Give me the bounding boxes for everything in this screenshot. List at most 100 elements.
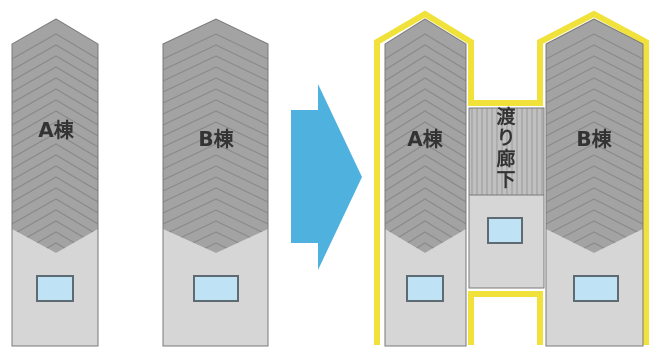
window [573,275,619,302]
roof-stripe [385,143,466,170]
roof-stripe [546,88,643,115]
corridor-label-char: り [496,127,515,149]
building-b-outline [162,18,269,347]
building-a-label: A棟 [407,127,443,151]
roof-stripe [546,176,643,203]
roof-stripe [385,209,466,236]
roof-stripe [12,55,98,82]
building-a-after: A棟 [384,18,467,347]
roof-stripe [163,198,268,225]
corridor-label-char: 廊 [496,147,515,170]
roof-stripe [385,66,466,93]
roof-stripe [163,77,268,104]
roof-stripe [12,143,98,170]
roof-stripe [12,176,98,203]
corridor-roof-stripes [471,108,543,195]
roof-stripe [12,154,98,181]
roof-stripe [12,110,98,137]
window [36,275,74,302]
building-b-after: B棟 [545,18,644,347]
roof-stripe [546,209,643,236]
corridor-label-char: 下 [496,169,515,191]
roof-stripe [546,132,643,159]
roof-stripe [12,44,98,71]
corridor-outline [468,107,545,289]
roof-stripe [546,198,643,225]
window [193,275,239,302]
building-b-roof [546,19,643,253]
roof-stripe [163,165,268,192]
roof-stripe [163,143,268,170]
roof-stripe [546,33,643,60]
roof-stripe [12,187,98,214]
roof-stripe [12,77,98,104]
building-b-label: B棟 [198,127,234,151]
roof-stripe [385,99,466,126]
building-b-roof [163,19,268,253]
roof-stripe [163,176,268,203]
roof-stripe [163,209,268,236]
roof-stripe [385,154,466,181]
building-a-label: A棟 [38,118,74,142]
roof-stripe [546,66,643,93]
building-a-roof [12,19,98,253]
roof-stripe [546,44,643,71]
right-arrow-icon [291,84,362,270]
corridor-label-char: 渡 [496,105,516,128]
roof-stripe [12,165,98,192]
building-a-outline [384,18,467,347]
building-b-outline [545,18,644,347]
roof-stripe [163,242,268,253]
roof-stripe [163,66,268,93]
roof-stripe [385,198,466,225]
roof-stripe [385,132,466,159]
building-b-label: B棟 [576,127,612,151]
roof-stripe [385,77,466,104]
roof-stripe [385,110,466,137]
window [487,217,523,244]
building-a-outline [11,18,99,347]
connected-outline-highlight-bottom [468,291,543,345]
building-a-roof-stripes [12,33,98,253]
roof-stripe [385,121,466,148]
roof-stripe [12,242,98,253]
roof-stripe [163,132,268,159]
roof-stripe [163,154,268,181]
building-a-before: A棟 [11,18,99,347]
roof-stripe [163,121,268,148]
roof-stripe [546,242,643,253]
roof-stripe [546,99,643,126]
roof-stripe [12,198,98,225]
roof-stripe [546,165,643,192]
roof-stripe [12,66,98,93]
connected-outline-highlight [374,10,649,345]
roof-stripe [163,99,268,126]
roof-stripe [546,121,643,148]
roof-stripe [12,33,98,60]
roof-stripe [163,187,268,214]
roof-stripe [385,187,466,214]
roof-stripe [385,88,466,115]
roof-stripe [12,209,98,236]
roof-stripe [12,99,98,126]
roof-stripe [163,55,268,82]
building-a-roof-stripes [385,33,466,253]
roof-stripe [385,33,466,60]
roof-stripe [385,44,466,71]
roof-stripe [163,44,268,71]
roof-stripe [546,143,643,170]
roof-stripe [546,187,643,214]
roof-stripe [546,77,643,104]
roof-stripe [163,33,268,60]
corridor: 渡 り 廊 下 [468,105,545,289]
roof-stripe [12,88,98,115]
building-b-roof-stripes [546,33,643,253]
building-a-roof [385,19,466,253]
roof-stripe [385,176,466,203]
building-b-before: B棟 [162,18,269,347]
roof-stripe [385,55,466,82]
roof-stripe [163,110,268,137]
roof-stripe [546,55,643,82]
roof-stripe [12,121,98,148]
